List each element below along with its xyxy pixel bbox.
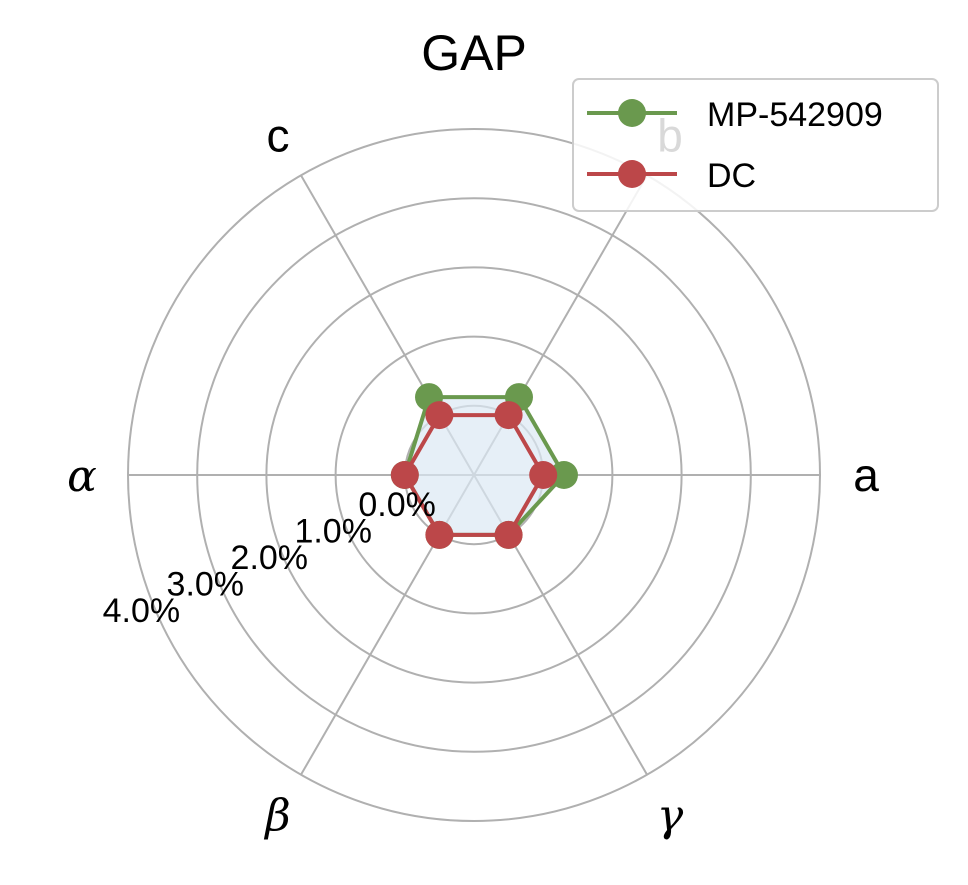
axis-label-3: α: [67, 451, 97, 502]
series-area-mp-542909: [404, 397, 564, 535]
point-dc-3: [390, 461, 419, 489]
legend-item-mp-542909: MP-542909: [587, 96, 883, 134]
legend-label-mp-542909: MP-542909: [707, 96, 883, 134]
chart-title: GAP: [421, 25, 527, 81]
radial-tick-2: 2.0%: [231, 539, 309, 577]
point-dc-5: [494, 520, 523, 549]
radial-tick-1: 1.0%: [294, 512, 372, 550]
point-dc-1: [494, 401, 523, 430]
point-dc-2: [425, 401, 454, 430]
axis-label-0: a: [853, 449, 879, 501]
legend-item-dc: DC: [587, 157, 756, 195]
radial-tick-0: 0.0%: [358, 486, 436, 524]
point-dc-4: [425, 520, 454, 549]
axis-label-5: γ: [657, 791, 684, 842]
legend: MP-542909 DC: [572, 78, 939, 212]
legend-label-dc: DC: [707, 157, 756, 195]
series-layer: [390, 383, 578, 549]
radial-tick-4: 4.0%: [103, 592, 181, 630]
legend-marker-mp-542909: [618, 99, 646, 127]
axis-label-4: β: [263, 791, 290, 842]
legend-marker-dc: [618, 160, 646, 188]
axis-label-2: c: [267, 110, 290, 162]
radial-tick-labels: 0.0%1.0%2.0%3.0%4.0%: [103, 486, 436, 630]
radial-tick-3: 3.0%: [167, 565, 245, 603]
point-dc-0: [529, 461, 558, 489]
point-mp-542909-0: [549, 461, 578, 489]
